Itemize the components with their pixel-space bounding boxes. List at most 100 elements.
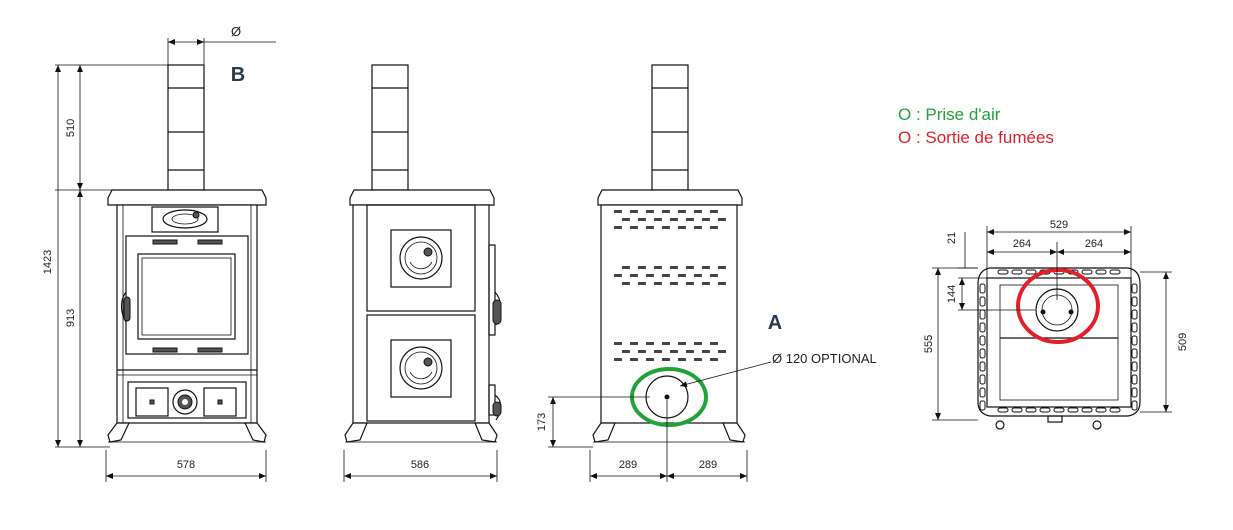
top-vent-slot: [1109, 407, 1121, 413]
vent-slot: [654, 282, 662, 285]
vent-slot: [662, 358, 670, 361]
vent-slot: [686, 282, 694, 285]
top-vent-slot: [979, 348, 986, 359]
vent-slot: [630, 358, 638, 361]
vent-slot: [710, 342, 718, 345]
top-vent-slot: [979, 374, 986, 385]
top-vent-slot: [979, 283, 986, 294]
smoke-outlet-marker: [1016, 268, 1100, 344]
vent-slot: [694, 226, 702, 229]
vent-slot: [646, 358, 654, 361]
back-left-label: 289: [619, 459, 637, 471]
top-left-label: 264: [1013, 238, 1031, 250]
side-width-label: 586: [411, 459, 429, 471]
top-vent-slot: [1131, 387, 1138, 398]
vent-slot: [622, 350, 630, 353]
top-vent-slot: [1131, 322, 1138, 333]
vent-slot: [662, 274, 670, 277]
vent-slot: [710, 358, 718, 361]
top-vent-slot: [979, 387, 986, 398]
vent-slot: [718, 266, 726, 269]
top-vent-slot: [1025, 407, 1037, 413]
vent-slot: [662, 342, 670, 345]
top-vent-slot: [1131, 348, 1138, 359]
top-vent-slot: [1131, 309, 1138, 320]
top-vent-slot: [1067, 407, 1079, 413]
vent-slot: [654, 218, 662, 221]
vent-slot: [654, 350, 662, 353]
vent-slot: [702, 266, 710, 269]
top-vent-slot: [1081, 269, 1093, 275]
vent-slot: [686, 266, 694, 269]
flue-diameter-symbol: Ø: [231, 24, 241, 39]
vent-slot: [694, 210, 702, 213]
vent-slot: [638, 350, 646, 353]
vent-slot: [670, 218, 678, 221]
top-vent-slot: [979, 400, 986, 411]
vent-slot: [670, 282, 678, 285]
vent-slot: [678, 274, 686, 277]
vent-slot: [718, 282, 726, 285]
vent-slot: [614, 210, 622, 213]
total-height-label: 1423: [42, 250, 54, 274]
vent-slot: [710, 210, 718, 213]
top-view-dimensions: 529 264 264 21 144 555 509: [923, 219, 1189, 421]
side-view: [344, 64, 502, 443]
vent-slot: [670, 266, 678, 269]
vent-slot: [678, 210, 686, 213]
vent-slot: [630, 210, 638, 213]
vent-slot: [678, 226, 686, 229]
vent-slot: [718, 350, 726, 353]
back-right-label: 289: [699, 459, 717, 471]
vent-slot: [678, 358, 686, 361]
top-vent-slot: [1095, 269, 1107, 275]
vent-slot: [686, 218, 694, 221]
vent-slot: [646, 226, 654, 229]
vent-slot: [638, 282, 646, 285]
vent-slot: [662, 210, 670, 213]
top-width-label: 529: [1050, 219, 1068, 231]
top-vent-slot: [1131, 283, 1138, 294]
vent-slot: [694, 342, 702, 345]
top-vent-slot: [1131, 374, 1138, 385]
legend-smoke-outlet: O : Sortie de fumées: [898, 128, 1054, 147]
vent-slot: [654, 266, 662, 269]
vent-slot: [622, 218, 630, 221]
front-width-label: 578: [177, 459, 195, 471]
back-view-dimensions: 289 289 173 Ø 120 OPTIONAL A: [536, 312, 877, 482]
vent-slot: [710, 226, 718, 229]
vent-slot: [614, 358, 622, 361]
top-vent-slot: [979, 361, 986, 372]
top-vent-slot: [1081, 407, 1093, 413]
ventilation-slots: [614, 210, 726, 361]
top-vent-slot: [1131, 400, 1138, 411]
vent-slot: [638, 266, 646, 269]
optional-inlet-label: Ø 120 OPTIONAL: [772, 351, 877, 366]
top-vent-slot: [1011, 407, 1023, 413]
vent-slot: [702, 218, 710, 221]
top-vent-slot: [979, 322, 986, 333]
top-vent-slot: [1131, 361, 1138, 372]
top-vent-slot: [1039, 407, 1051, 413]
top-view: [977, 267, 1141, 430]
vent-slot: [702, 282, 710, 285]
top-offset-label: 21: [946, 232, 958, 244]
vent-slot: [622, 266, 630, 269]
top-vent-slot: [1095, 407, 1107, 413]
vent-slot: [662, 226, 670, 229]
vent-slot: [630, 274, 638, 277]
vent-slot: [614, 226, 622, 229]
side-view-dimensions: 586: [343, 450, 498, 482]
flue-center-depth-label: 144: [946, 285, 958, 303]
view-a-label: A: [768, 312, 782, 334]
vent-slot: [622, 282, 630, 285]
top-vent-slot: [1053, 407, 1065, 413]
vent-slot: [646, 210, 654, 213]
top-vent-slot: [997, 407, 1009, 413]
vent-slot: [710, 274, 718, 277]
body-height-label: 913: [65, 309, 77, 327]
vent-slot: [694, 274, 702, 277]
vent-slot: [638, 218, 646, 221]
vent-slot: [646, 342, 654, 345]
